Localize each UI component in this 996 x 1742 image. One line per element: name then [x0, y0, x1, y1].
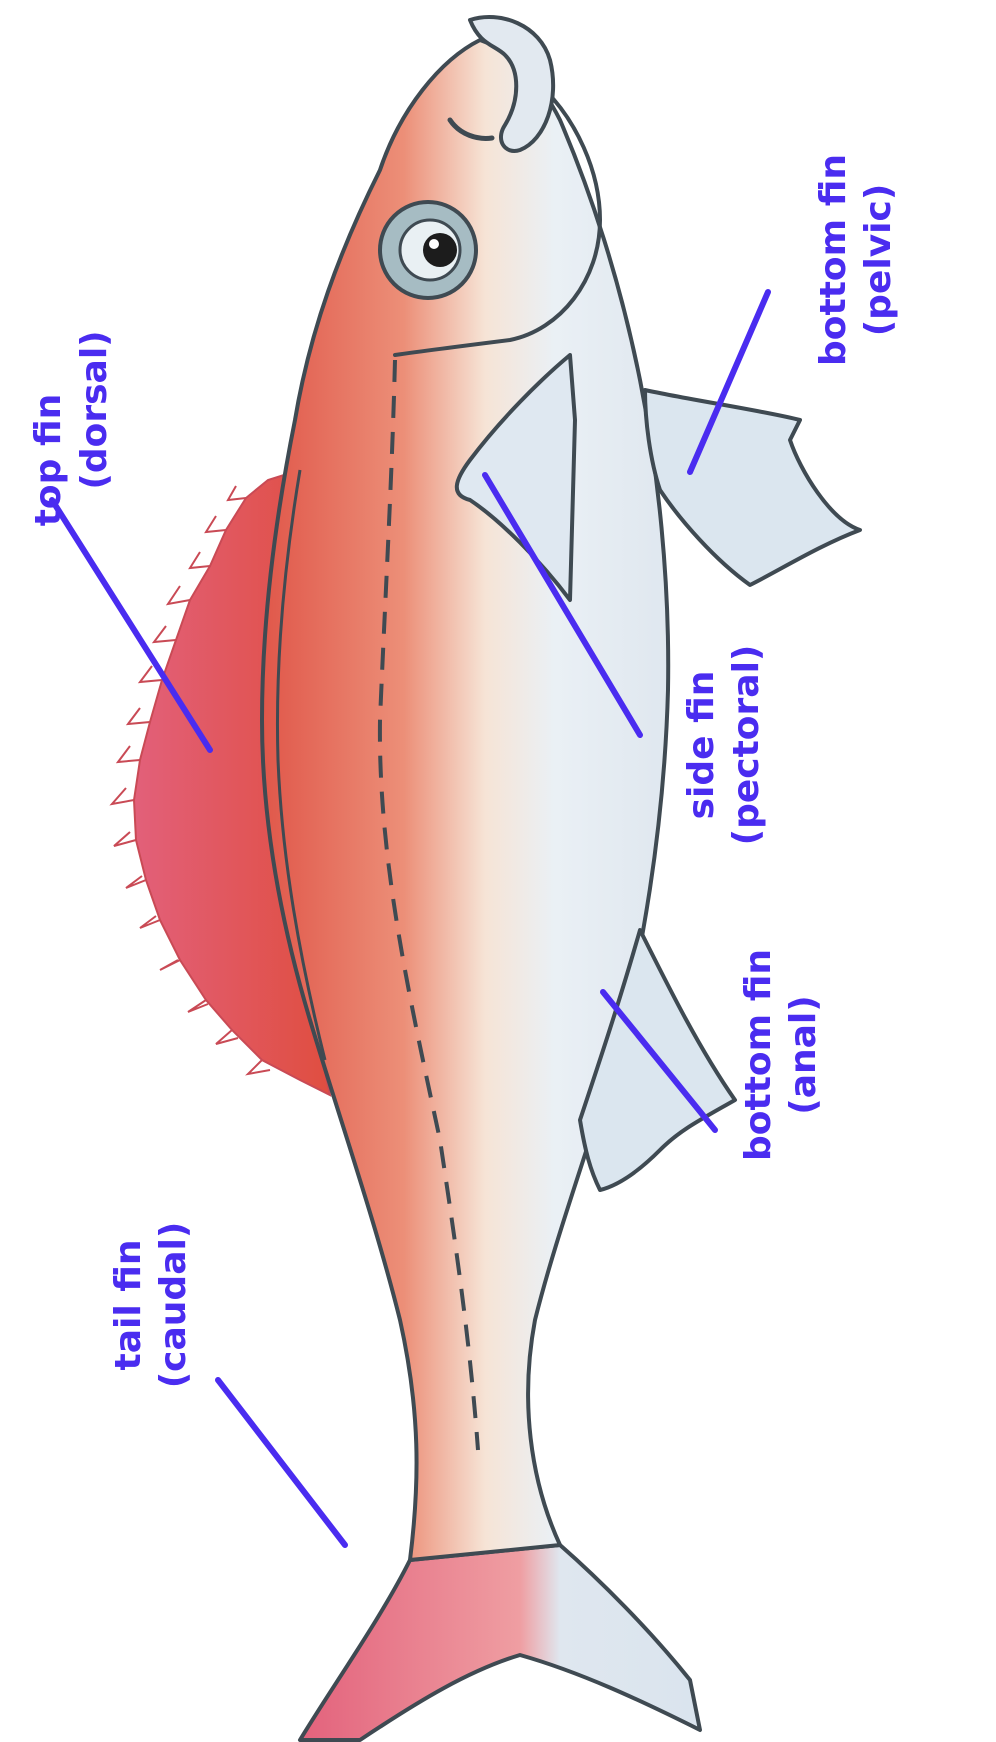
- label-anal: bottom fin (anal): [738, 949, 824, 1161]
- label-pectoral-line2: (pectoral): [726, 645, 767, 846]
- label-dorsal-line1: top fin: [28, 394, 69, 527]
- fish-eye-highlight: [429, 239, 439, 249]
- label-pectoral-line1: side fin: [681, 671, 722, 820]
- label-anal-line2: (anal): [783, 995, 824, 1114]
- label-pectoral: side fin (pectoral): [681, 645, 767, 846]
- pelvic-fin: [645, 390, 860, 585]
- caudal-fin: [300, 1545, 700, 1740]
- label-pelvic-line1: bottom fin: [813, 154, 854, 366]
- label-caudal-line1: tail fin: [108, 1239, 149, 1370]
- fish-eye-pupil: [423, 233, 457, 267]
- label-pelvic-line2: (pelvic): [858, 184, 899, 337]
- label-anal-line1: bottom fin: [738, 949, 779, 1161]
- label-dorsal-line2: (dorsal): [74, 330, 115, 489]
- label-dorsal: top fin (dorsal): [28, 330, 115, 526]
- label-caudal-line2: (caudal): [153, 1222, 194, 1389]
- label-caudal: tail fin (caudal): [108, 1222, 194, 1389]
- label-pelvic: bottom fin (pelvic): [813, 154, 899, 366]
- pointer-caudal: [218, 1380, 345, 1545]
